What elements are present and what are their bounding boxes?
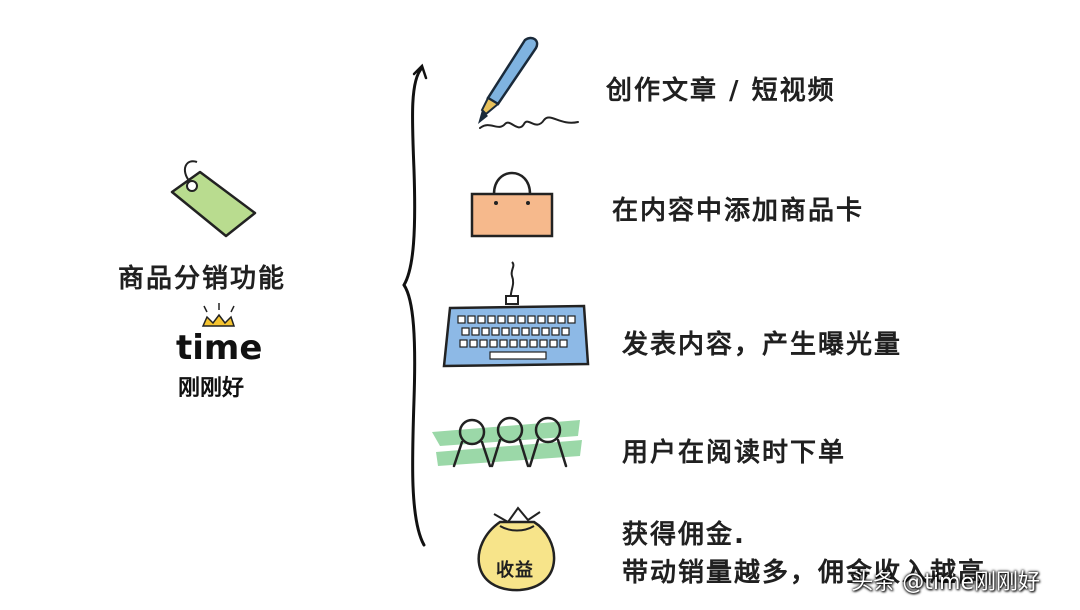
keyboard-key bbox=[501, 327, 510, 336]
logo-subtitle: 刚刚好 bbox=[178, 376, 245, 401]
keyboard-key bbox=[467, 315, 476, 324]
logo-word: time bbox=[176, 328, 263, 368]
keyboard-key bbox=[457, 315, 466, 324]
people-icon bbox=[432, 416, 582, 468]
money-bag-badge: 收益 bbox=[496, 560, 534, 581]
keyboard-key bbox=[527, 315, 536, 324]
logo-crown-icon bbox=[201, 303, 236, 327]
keyboard-key bbox=[559, 339, 568, 348]
keyboard-spacebar bbox=[489, 351, 547, 360]
keyboard-key bbox=[471, 327, 480, 336]
watermark: 头条 @time刚刚好 bbox=[851, 570, 1040, 595]
keyboard-key bbox=[479, 339, 488, 348]
keyboard-key bbox=[561, 327, 570, 336]
keyboard-key bbox=[481, 327, 490, 336]
keyboard-key bbox=[541, 327, 550, 336]
money-bag-icon bbox=[477, 506, 556, 592]
keyboard-key bbox=[549, 339, 558, 348]
keyboard-key bbox=[521, 327, 530, 336]
step-5-label: 获得佣金. bbox=[622, 520, 746, 550]
keyboard-key bbox=[531, 327, 540, 336]
keyboard-key bbox=[511, 327, 520, 336]
keyboard-key bbox=[557, 315, 566, 324]
step-4-label: 用户在阅读时下单 bbox=[622, 438, 847, 468]
curly-brace bbox=[402, 66, 426, 547]
keyboard-icon bbox=[442, 261, 590, 368]
keyboard-key bbox=[497, 315, 506, 324]
step-3-label: 发表内容，产生曝光量 bbox=[622, 330, 903, 360]
keyboard-key bbox=[491, 327, 500, 336]
keyboard-key bbox=[477, 315, 486, 324]
step-2-label: 在内容中添加商品卡 bbox=[612, 196, 865, 226]
keyboard-key bbox=[487, 315, 496, 324]
keyboard-key bbox=[547, 315, 556, 324]
keyboard-key bbox=[567, 315, 576, 324]
step-5-label-line2: 带动销量越多，佣金收入越高 bbox=[622, 558, 987, 588]
keyboard-key bbox=[519, 339, 528, 348]
keyboard-key bbox=[459, 339, 468, 348]
keyboard-key bbox=[461, 327, 470, 336]
keyboard-key bbox=[507, 315, 516, 324]
fountain-pen-icon bbox=[478, 36, 579, 129]
keyboard-key bbox=[489, 339, 498, 348]
tag-icon bbox=[170, 160, 257, 238]
keyboard-key bbox=[509, 339, 518, 348]
keyboard-key bbox=[537, 315, 546, 324]
keyboard-key bbox=[499, 339, 508, 348]
step-1-label: 创作文章 / 短视频 bbox=[606, 76, 836, 106]
keyboard-key bbox=[539, 339, 548, 348]
shopping-bag-icon bbox=[470, 171, 554, 238]
keyboard-key bbox=[469, 339, 478, 348]
keyboard-key bbox=[551, 327, 560, 336]
keyboard-key bbox=[529, 339, 538, 348]
hub-title: 商品分销功能 bbox=[118, 264, 287, 294]
keyboard-key bbox=[517, 315, 526, 324]
